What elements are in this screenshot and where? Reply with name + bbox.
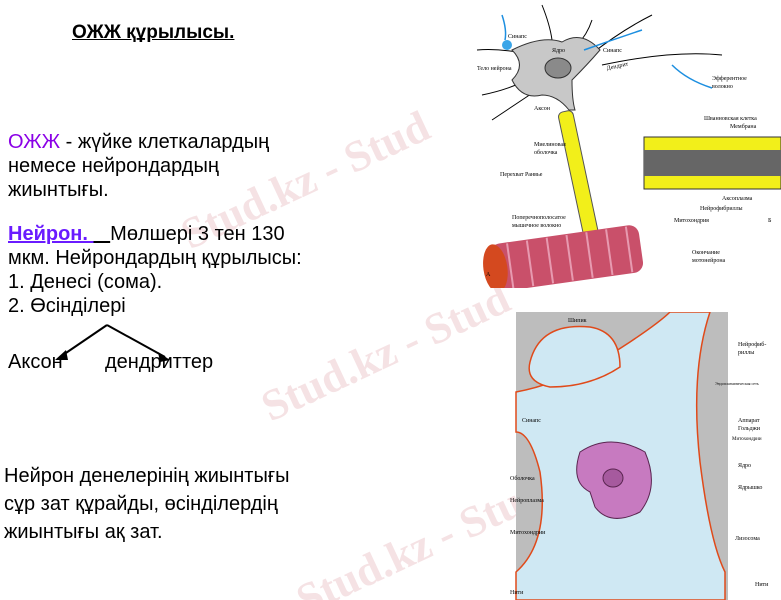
label: Эфферентное [712, 75, 747, 82]
label: волокно [712, 84, 733, 90]
list-item: 1. Денесі (сома). [8, 271, 163, 293]
label: Перехват Ранвье [500, 172, 543, 178]
label: мышечное волокно [512, 223, 561, 229]
bottom-line: Нейрон денелерінің жиынтығы [4, 465, 290, 487]
branch-arrows [55, 324, 170, 362]
label: Лизосома [735, 536, 760, 542]
definition-line: немесе нейрондардың [8, 155, 219, 177]
label: Поперечнополосатое [512, 215, 566, 221]
neuron-line: мкм. Нейрондардың құрылысы: [8, 247, 302, 269]
label: Шипик [568, 318, 587, 324]
neuron-link[interactable]: Нейрон. [8, 223, 94, 245]
label: Аппарат [738, 418, 760, 424]
label: Тело нейрона [477, 65, 512, 72]
label: Ядрышко [738, 485, 762, 491]
label: Мембрана [730, 123, 757, 130]
label: Шванновская клетка [704, 116, 757, 122]
bottom-line: жиынтығы ақ зат. [4, 521, 163, 543]
cell-diagram: Шипик Нейрофиб- риллы Эндоплазматическая… [510, 312, 769, 600]
label: Гольджи [738, 426, 761, 432]
definition-block: ОЖЖ - жүйке клеткалардың немесе нейронда… [8, 130, 269, 202]
label: мотонейрона [692, 257, 726, 264]
neuron-size-text: Мөлшері 3 тен 130 [110, 223, 285, 245]
label: оболочка [534, 149, 558, 156]
label: Эндоплазматическая сеть [715, 381, 759, 386]
label: Митохондрии [732, 437, 762, 442]
branch-axon: Аксон [8, 351, 63, 373]
bottom-line: сұр зат құрайды, өсінділердің [4, 493, 278, 515]
label: Окончание [692, 250, 720, 256]
label: Митохондрии [510, 530, 546, 536]
label: Оболочка [510, 475, 535, 482]
label: Синапс [522, 418, 541, 424]
label: Дендрит [606, 61, 629, 72]
label: Миелиновая [534, 142, 566, 148]
label: Аксон [534, 106, 551, 112]
label: Б [768, 218, 772, 224]
neuron-diagram: Синапс Ядро Синапс Тело нейрона Дендрит … [472, 0, 781, 288]
slide-title: ОЖЖ құрылысы. [72, 22, 235, 43]
label: Нейроплазма [510, 497, 544, 504]
list-item: 2. Өсінділері [8, 295, 126, 317]
label: Нити [510, 590, 524, 596]
label: Митохондрия [674, 218, 709, 224]
definition-text: - жүйке клеткалардың [60, 131, 270, 153]
label: Нейрофиб- [738, 341, 766, 348]
label: Синапс [603, 48, 622, 54]
label: Ядро [552, 48, 565, 54]
bottom-text: Нейрон денелерінің жиынтығы сұр зат құра… [4, 462, 290, 546]
label: Нейрофибриллы [700, 205, 743, 212]
label: А [486, 272, 491, 278]
label: риллы [738, 350, 754, 356]
label: Аксоплазма [722, 196, 753, 202]
label: Ядро [738, 463, 751, 469]
label: Нити [755, 582, 769, 588]
definition-line: жиынтығы. [8, 179, 109, 201]
definition-term: ОЖЖ [8, 131, 61, 153]
branch-dendrites: дендриттер [105, 351, 214, 373]
neuron-block: Нейрон. Мөлшері 3 тен 130 мкм. Нейрондар… [8, 222, 302, 318]
label: Синапс [508, 34, 527, 40]
